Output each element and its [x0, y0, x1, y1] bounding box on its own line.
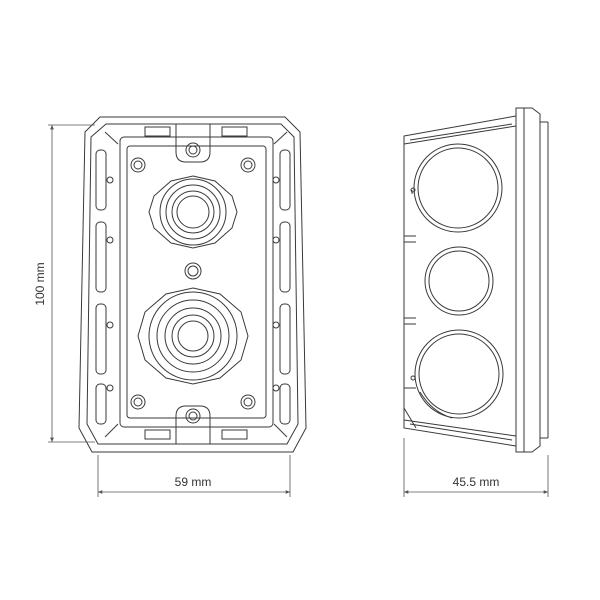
side-knockout-middle: [424, 246, 494, 316]
front-inner-rim: [86, 123, 299, 445]
side-knockout-top: [413, 143, 503, 233]
front-view: [78, 116, 307, 453]
height-dimension: [48, 124, 95, 443]
side-body-ribs: [403, 125, 517, 437]
depth-label: 45.5 mm: [453, 475, 500, 489]
lower-knockout: [137, 287, 249, 385]
side-body-outline: [403, 115, 517, 447]
wall-bumps: [106, 176, 280, 392]
side-knockout-bottom: [414, 329, 504, 419]
top-rim-ribs: [104, 126, 288, 145]
corner-mount-holes: [130, 157, 256, 410]
width-label: 59 mm: [175, 475, 212, 489]
width-dimension: [97, 455, 291, 497]
center-hole: [184, 262, 202, 280]
top-screw-lug: [175, 123, 211, 163]
front-cavity: [119, 136, 274, 428]
upper-knockout: [148, 175, 238, 249]
bottom-screw-lug: [175, 405, 211, 445]
front-cavity-floor: [126, 145, 267, 419]
side-view: [403, 107, 549, 453]
left-side-ribs: [95, 149, 107, 425]
height-label: 100 mm: [33, 262, 47, 305]
front-outer-outline: [78, 116, 307, 453]
bottom-rim-ribs: [104, 423, 288, 440]
right-side-ribs: [279, 149, 291, 425]
depth-dimension: [403, 438, 549, 497]
side-flange: [515, 107, 541, 453]
